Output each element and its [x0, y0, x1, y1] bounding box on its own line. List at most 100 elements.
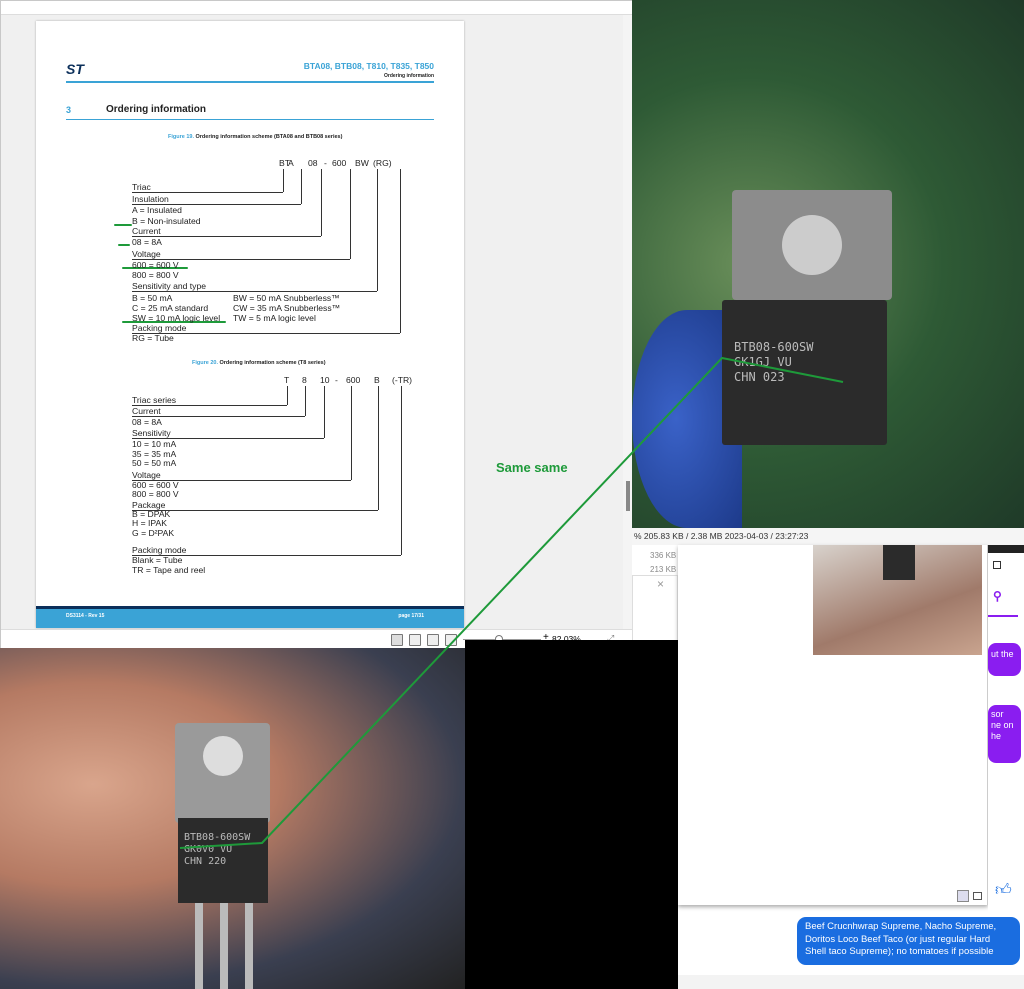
scheme-text: 10 = 10 mA [132, 439, 177, 449]
scheme-line [132, 192, 283, 193]
fullscreen-icon[interactable]: ⤢ [607, 633, 615, 643]
close-icon[interactable]: × [657, 577, 665, 591]
connector-line [179, 356, 844, 849]
single-page-view-icon[interactable] [391, 634, 403, 646]
scheme-text: Sensitivity and type [132, 281, 207, 291]
scheme-text: 600 [332, 158, 347, 168]
scheme-line [378, 386, 379, 510]
scheme-line [324, 386, 325, 438]
scheme-text: RG = Tube [132, 333, 174, 343]
scheme-line [132, 510, 378, 511]
scheme-line [132, 438, 324, 439]
scheme-text: 600 = 600 V [132, 260, 179, 270]
scheme-text: 600 = 600 V [132, 480, 179, 490]
scheme-text: BW = 50 mA Snubberless™ [233, 293, 340, 303]
scheme-text: - [335, 375, 338, 385]
black-region [465, 640, 678, 989]
scheme-text: B = 50 mA [132, 293, 173, 303]
scheme-line [132, 204, 301, 205]
scheme-line [132, 480, 351, 481]
scheme-text: (-TR) [392, 375, 413, 385]
scheme-line [132, 259, 350, 260]
scheme-text: SW = 10 mA logic level [132, 313, 221, 323]
footer-page: page 17/31 [398, 613, 424, 619]
maximize-icon[interactable] [993, 561, 1001, 569]
fig20-title: Ordering information scheme (T8 series) [219, 360, 326, 366]
scheme-text: Voltage [132, 470, 161, 480]
scheme-line [401, 386, 402, 555]
scheme-text: B = DPAK [132, 509, 171, 519]
scheme-line [132, 236, 321, 237]
pdf-page: ST BTA08, BTB08, T810, T835, T850 Orderi… [36, 21, 464, 628]
top-chip: BTB08-600SW GK1GJ VU CHN 023 [722, 300, 887, 445]
scheme-text: 800 = 800 V [132, 270, 179, 280]
hand-photo: BTB08-600SW GK0V0 VU CHN 220 [0, 648, 465, 989]
scheme-text: Packing mode [132, 323, 187, 333]
file-size[interactable]: 213 KB [650, 565, 677, 574]
two-page-view-icon[interactable] [427, 634, 439, 646]
scheme-text: 08 = 8A [132, 237, 162, 247]
scheme-text: - [324, 158, 327, 168]
header-title: BTA08, BTB08, T810, T835, T850 [303, 61, 434, 71]
title-bar [1, 1, 633, 15]
scheme-line [132, 291, 377, 292]
scheme-text: H = IPAK [132, 518, 167, 528]
scheme-text: A = Insulated [132, 205, 182, 215]
scheme-text: BW [355, 158, 369, 168]
annotation-text: Same same [496, 460, 568, 475]
window-view-icon[interactable] [973, 892, 982, 900]
footer-doc-id: DS3114 - Rev 15 [66, 613, 105, 619]
fig19-title: Ordering information scheme (BTA08 and B… [195, 134, 343, 140]
message-input-bar[interactable] [678, 975, 1024, 989]
continuous-view-icon[interactable] [409, 634, 421, 646]
scheme-text: Package [132, 500, 166, 510]
file-size[interactable]: 336 KB [650, 551, 677, 560]
scrollbar[interactable] [623, 15, 633, 629]
scheme-text: 08 = 8A [132, 417, 162, 427]
scheme-text: A [288, 158, 294, 168]
scheme-line [132, 405, 287, 406]
search-icon[interactable]: ⚲ [993, 589, 1002, 603]
scheme-text: G = D²PAK [132, 528, 175, 538]
st-logo: ST [66, 61, 84, 77]
list-view-icon[interactable] [957, 890, 969, 902]
page-footer: DS3114 - Rev 15 page 17/31 [36, 606, 464, 628]
scheme-line [287, 386, 288, 405]
two-page-continuous-icon[interactable] [445, 634, 457, 646]
scheme-text: Blank = Tube [132, 555, 183, 565]
scheme-line [132, 333, 400, 334]
zoom-level-select[interactable]: 82.03% [552, 634, 581, 644]
image-status-bar: % 205.83 KB / 2.38 MB 2023-04-03 / 23:27… [632, 528, 1024, 545]
messenger-panel: ⚲ ut the sor ne on he 👍︎ [988, 545, 1024, 989]
scheme-text: Packing mode [132, 545, 187, 555]
thumbs-up-icon[interactable]: 👍︎ [995, 882, 1012, 899]
received-message: ut the [988, 643, 1021, 676]
scheme-text: TR = Tape and reel [132, 565, 206, 575]
received-message: sor ne on he [988, 705, 1021, 763]
fig19-label: Figure 19. [168, 134, 194, 140]
chat-image-thumbnail[interactable] [813, 545, 982, 655]
scheme-text: Insulation [132, 194, 169, 204]
scheme-line [351, 386, 352, 480]
scheme-text: Current [132, 226, 161, 236]
scheme-text: TW = 5 mA logic level [233, 313, 316, 323]
chat-window [678, 545, 988, 905]
scheme-text: 08 [308, 158, 318, 168]
scrollbar-thumb[interactable] [626, 481, 630, 511]
section-number: 3 [66, 105, 72, 115]
scheme-text: Voltage [132, 249, 161, 259]
section-title: Ordering information [106, 104, 206, 115]
scheme-text: B = Non-insulated [132, 216, 201, 226]
pdf-viewer-window: ST BTA08, BTB08, T810, T835, T850 Orderi… [0, 0, 633, 649]
scheme-line [132, 555, 401, 556]
scheme-text: T [284, 375, 290, 385]
scheme-text: 35 = 35 mA [132, 449, 177, 459]
scheme-text: 600 [346, 375, 361, 385]
scheme-text: B [374, 375, 380, 385]
scheme-text: Sensitivity [132, 428, 171, 438]
scheme-line [305, 386, 306, 416]
scheme-line [132, 416, 305, 417]
scheme-text: CW = 35 mA Snubberless™ [233, 303, 341, 313]
zoom-in-icon[interactable]: + [543, 632, 549, 643]
